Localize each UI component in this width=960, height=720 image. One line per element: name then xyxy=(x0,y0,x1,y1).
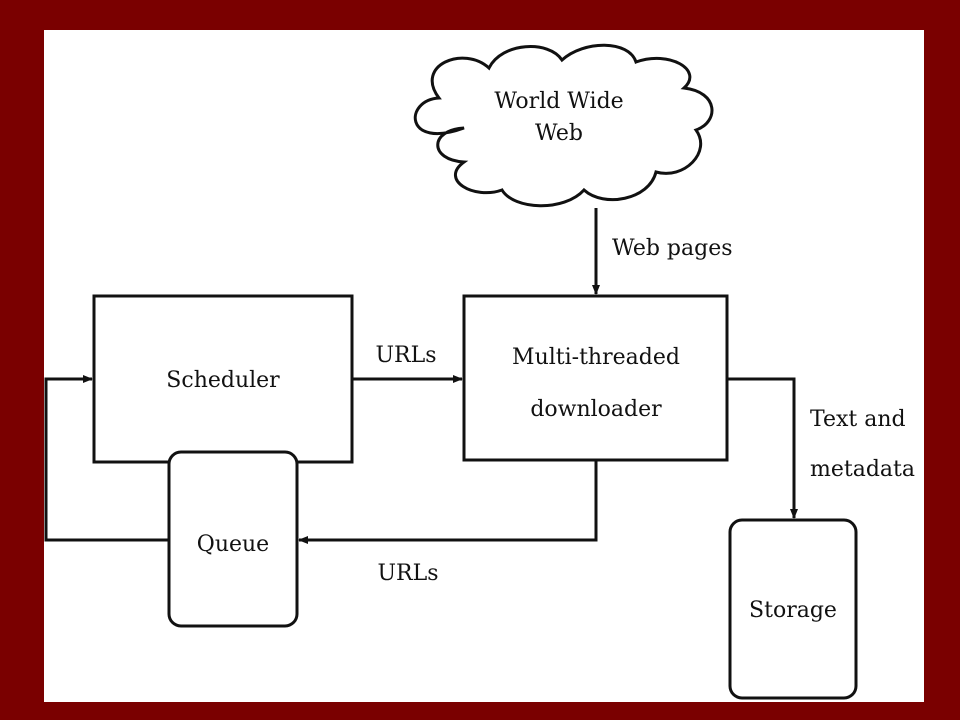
urls-bottom-label: URLs xyxy=(377,561,438,586)
downloader-box xyxy=(462,294,729,462)
crawler-architecture-diagram: World Wide Web Web pages Scheduler Multi… xyxy=(44,43,915,700)
metadata-label: metadata xyxy=(810,457,915,482)
urls-to-queue-arrow xyxy=(298,460,598,544)
storage-label: Storage xyxy=(749,598,837,623)
cloud-label-line1: World Wide xyxy=(494,89,623,114)
cloud-label-line2: Web xyxy=(535,121,583,146)
storage-box xyxy=(728,518,858,700)
text-metadata-arrow xyxy=(727,377,798,519)
text-and-label: Text and xyxy=(810,407,906,432)
diagram-canvas: World Wide Web Web pages Scheduler Multi… xyxy=(44,30,924,702)
world-wide-web-cloud: World Wide Web xyxy=(413,43,714,208)
queue-label: Queue xyxy=(197,532,269,557)
queue-to-scheduler-arrow xyxy=(44,375,169,542)
urls-top-label: URLs xyxy=(375,343,436,368)
web-pages-label: Web pages xyxy=(612,236,733,261)
downloader-label-line2: downloader xyxy=(530,397,662,422)
scheduler-label: Scheduler xyxy=(166,368,280,393)
downloader-label-line1: Multi-threaded xyxy=(512,345,680,370)
